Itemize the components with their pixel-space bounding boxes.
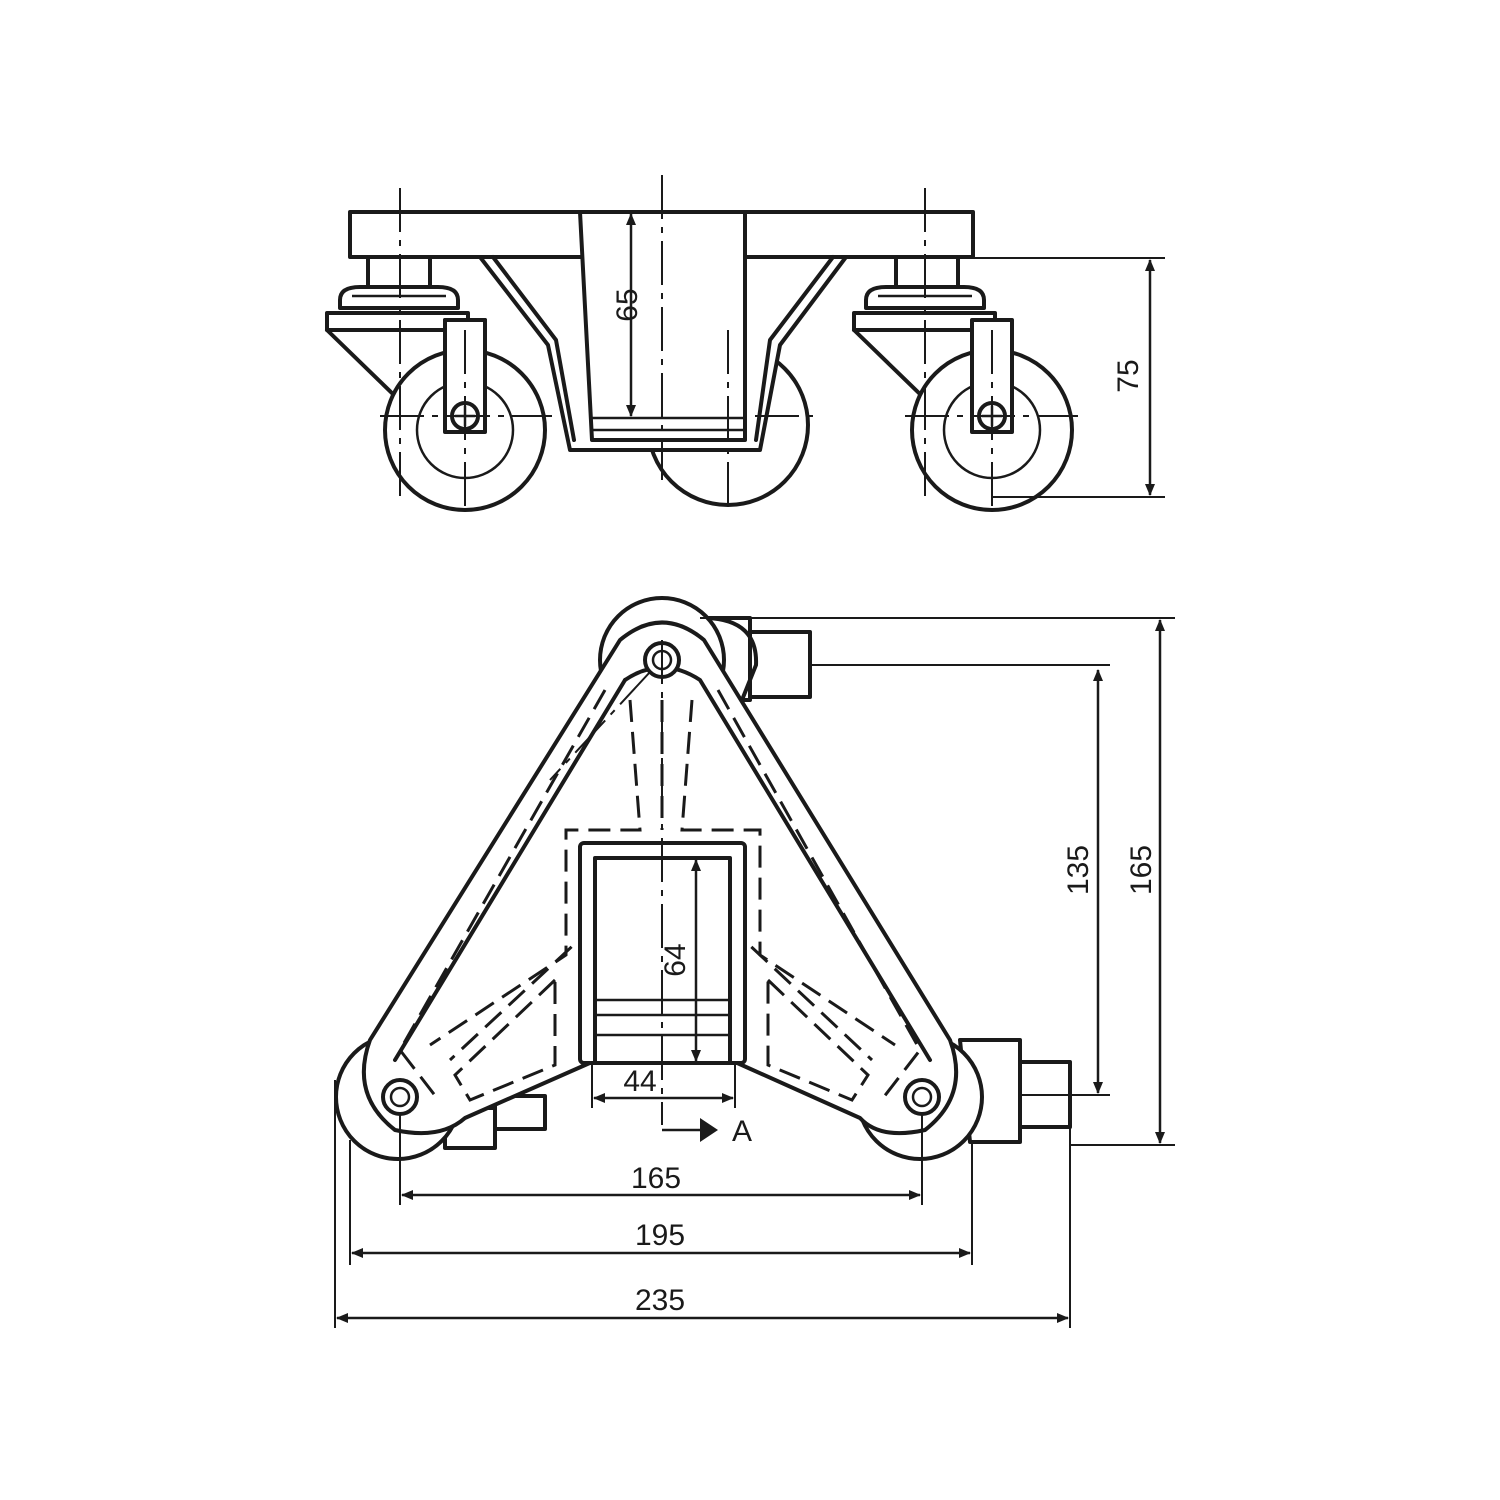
dim-44-label: 44	[623, 1065, 656, 1098]
dim-75-label: 75	[1112, 359, 1145, 392]
section-marker: A	[732, 1115, 752, 1148]
dim-195-label: 195	[635, 1219, 685, 1252]
dim-165-horizontal-label: 165	[631, 1162, 681, 1195]
right-caster	[852, 255, 1074, 512]
dim-235-label: 235	[635, 1284, 685, 1317]
bolt-left	[381, 1078, 419, 1116]
dim-165-vertical-label: 165	[1125, 845, 1158, 895]
top-view: A 165 135 64 44 165 195 235	[334, 596, 1175, 1328]
side-view: 65 75	[325, 175, 1165, 512]
dim-64-label: 64	[659, 943, 692, 976]
dim-135-label: 135	[1062, 845, 1095, 895]
bolt-right	[903, 1078, 941, 1116]
dim-65-label: 65	[611, 288, 644, 321]
